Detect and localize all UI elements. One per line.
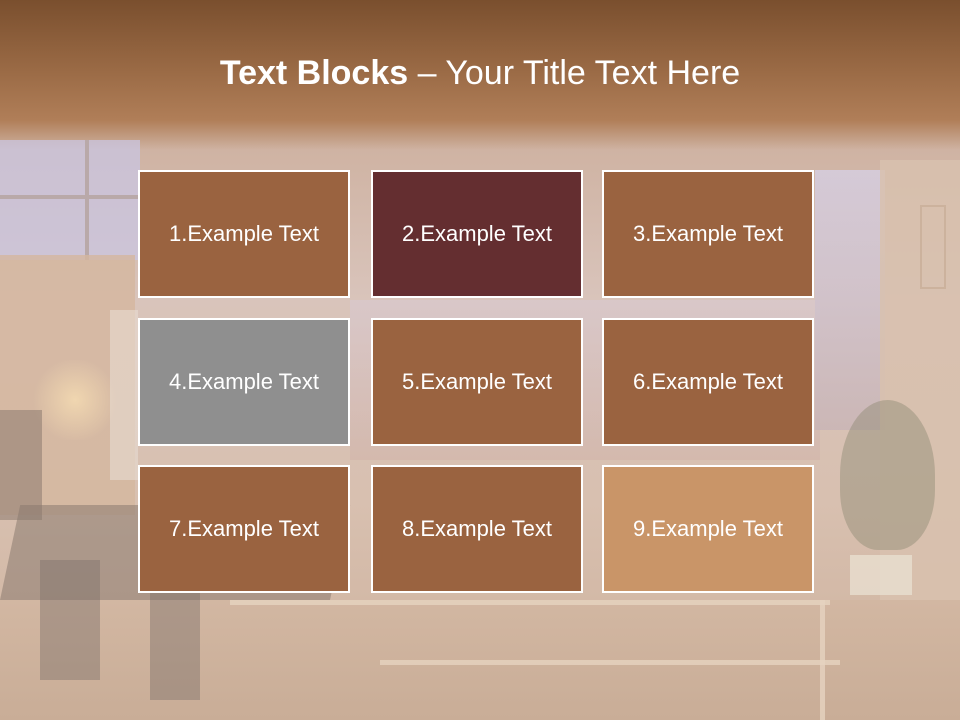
text-block-label: 9.Example Text xyxy=(632,516,783,541)
text-block-5[interactable]: 5.Example Text xyxy=(371,318,583,446)
text-block-2[interactable]: 2.Example Text xyxy=(371,170,583,298)
text-block-label: 1.Example Text xyxy=(168,221,319,246)
text-block-8[interactable]: 8.Example Text xyxy=(371,465,583,593)
background-floor-line xyxy=(230,600,830,605)
text-block-label: 4.Example Text xyxy=(168,369,319,394)
title-dash: – xyxy=(408,54,446,92)
text-block-9[interactable]: 9.Example Text xyxy=(602,465,814,593)
text-block-4[interactable]: 4.Example Text xyxy=(138,318,350,446)
background-shelf xyxy=(110,310,138,480)
background-wall-ornament xyxy=(920,205,946,289)
text-block-1[interactable]: 1.Example Text xyxy=(138,170,350,298)
background-floor-line xyxy=(820,600,825,720)
background-chair xyxy=(150,590,200,700)
background-right-window xyxy=(815,170,885,430)
background-plant xyxy=(840,400,935,550)
background-plant-pot xyxy=(850,555,912,595)
text-block-6[interactable]: 6.Example Text xyxy=(602,318,814,446)
text-block-label: 6.Example Text xyxy=(632,369,783,394)
title-bold: Text Blocks xyxy=(219,54,409,92)
text-block-7[interactable]: 7.Example Text xyxy=(138,465,350,593)
background-cabinet xyxy=(0,410,42,520)
background-lamp-glow xyxy=(30,360,120,440)
background-chair xyxy=(40,560,100,680)
slide-title: Text Blocks – Your Title Text Here xyxy=(0,54,960,93)
background-window xyxy=(0,140,140,260)
title-light: Your Title Text Here xyxy=(445,54,741,92)
background-floor-line xyxy=(380,660,840,665)
text-block-3[interactable]: 3.Example Text xyxy=(602,170,814,298)
text-block-label: 8.Example Text xyxy=(401,516,552,541)
text-block-label: 2.Example Text xyxy=(401,221,552,246)
text-block-label: 5.Example Text xyxy=(401,369,552,394)
background-window-frame xyxy=(85,140,89,260)
background-window-frame xyxy=(0,195,140,199)
text-block-label: 3.Example Text xyxy=(632,221,783,246)
text-block-label: 7.Example Text xyxy=(168,516,319,541)
text-block-grid: 1.Example Text 2.Example Text 3.Example … xyxy=(138,170,816,594)
